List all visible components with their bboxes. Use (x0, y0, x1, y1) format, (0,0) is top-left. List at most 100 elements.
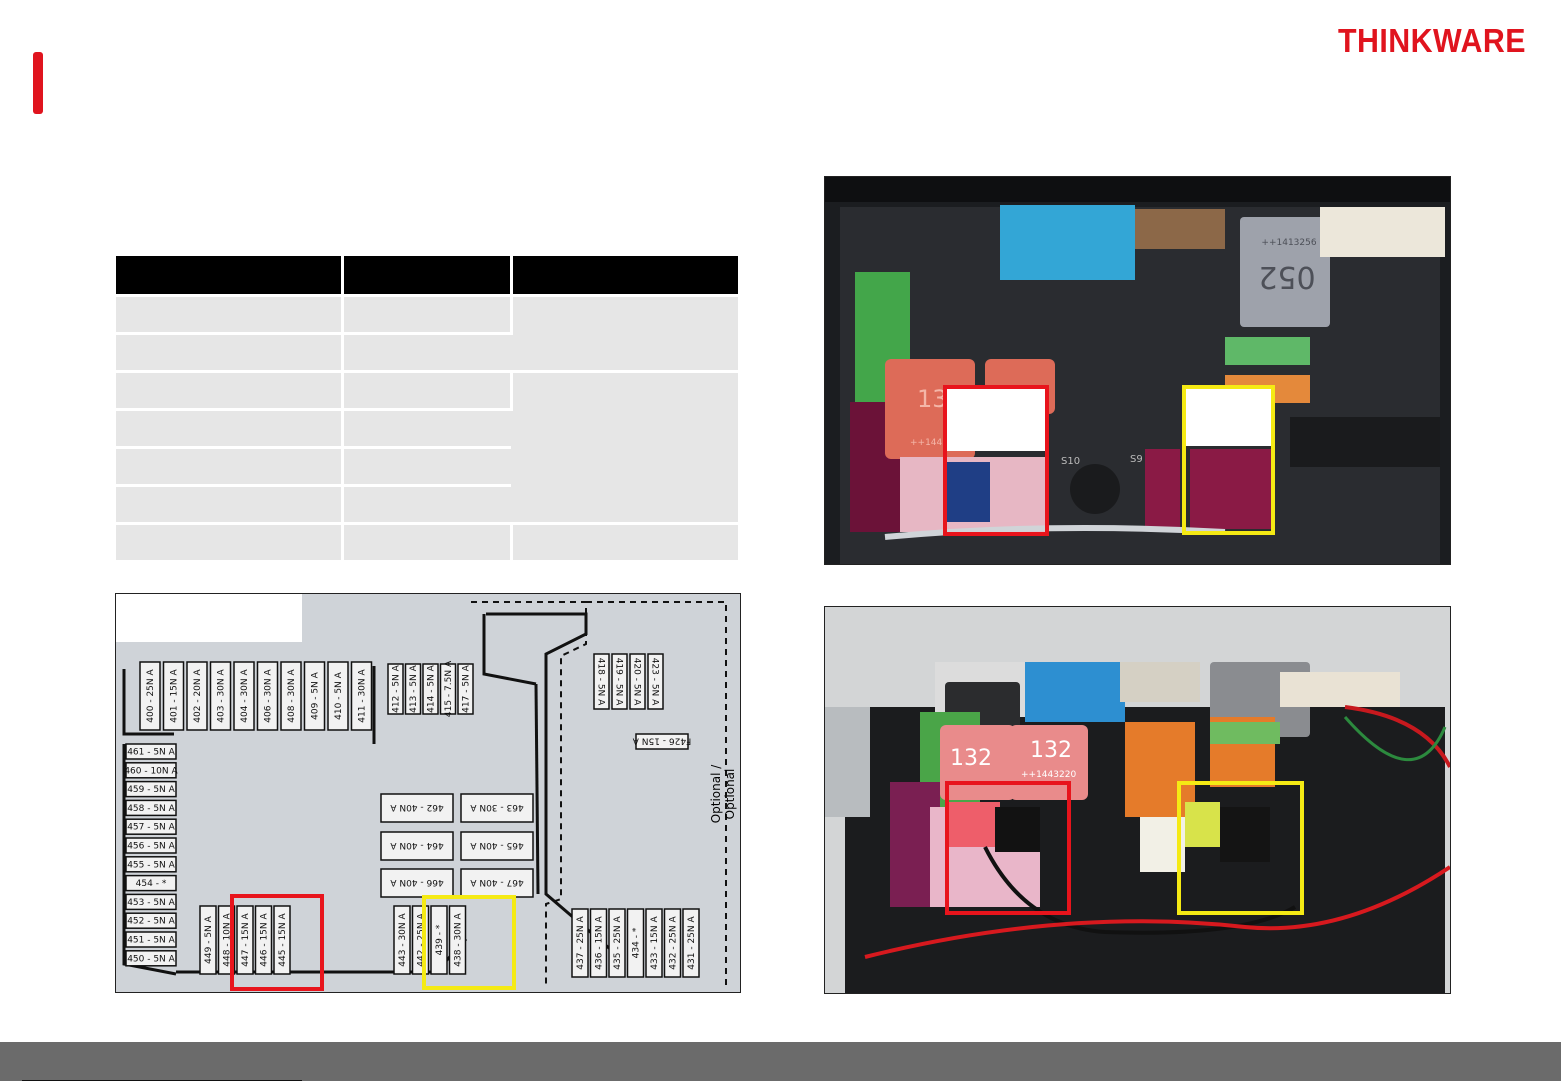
fuse-slot-left-label: 454 - * (136, 879, 167, 889)
fuse-slot-bottom-left-label: 447 - 15N A (241, 912, 251, 966)
fuse-slot-bottom-mid: 443 - 30N A (393, 905, 411, 975)
fuse-slot-bottom-right-label: 432 - 25N A (669, 915, 679, 969)
fuse-slot-mid-label: 413 - 5N A (409, 664, 419, 712)
fuse-slot-top: 403 - 30N A (209, 661, 232, 731)
fuse-slot-left-label: 455 - 5N A (127, 860, 175, 870)
fuse-slot-bottom-right-label: 433 - 15N A (650, 915, 660, 969)
fuse-slot-large-label: 465 - 40N A (469, 840, 523, 850)
socket-b-label: S9 (1130, 454, 1143, 465)
table-row (116, 332, 738, 372)
table-cell (116, 484, 344, 524)
fuse-slot-left: 456 - 5N A (125, 837, 177, 854)
fuse-slot-large: 463 - 30N A (460, 793, 534, 823)
table-cell (342, 332, 511, 372)
table-cell (342, 294, 513, 334)
table-cell (116, 408, 344, 448)
fuse-slot-bottom-right-label: 435 - 25N A (613, 915, 623, 969)
fuse-slot-top: 404 - 30N A (233, 661, 255, 731)
table-merged-cell (511, 370, 738, 524)
fuse-slot-mid-label: 414 - 5N A (427, 664, 437, 712)
table-cell (342, 484, 511, 524)
fuse-slot-left-label: 458 - 5N A (127, 804, 175, 814)
fuse-slot-left: 452 - 5N A (125, 912, 177, 929)
fuse-slot-right-top-label: 423 - 5N A (650, 658, 660, 706)
fuse-slot-right-top-label: 420 - 5N A (632, 658, 642, 706)
fuse-slot-left: 454 - * (125, 874, 177, 892)
table-row (116, 294, 738, 372)
fuse-slot-left-label: 459 - 5N A (127, 785, 175, 795)
fuse-slot-right-top: 423 - 5N A (647, 653, 664, 710)
fuse-slot-right-top: 419 - 5N A (611, 653, 628, 710)
table-cell (511, 522, 738, 560)
fuse-slot-left-label: 457 - 5N A (127, 823, 175, 833)
fuse-slot-bottom-right-label: 431 - 25N A (687, 915, 697, 969)
optional-label-1: Optional / (709, 764, 723, 824)
relay-b-code: ++1413256 (1261, 238, 1316, 248)
highlight-yellow-photo-top (1182, 385, 1275, 535)
fuse-slot-bottom-right: 436 - 15N A (589, 908, 608, 978)
footer-bar (0, 1042, 1561, 1081)
fuse-table (116, 256, 738, 560)
fuse-slot-large: 465 - 40N A (460, 831, 534, 861)
fuse-slot-bottom-left: 449 - 5N A (199, 905, 217, 975)
fuse-slot-left-label: 456 - 5N A (127, 842, 175, 852)
fuse-slot-top-label: 403 - 30N A (217, 668, 227, 722)
table-row (116, 370, 738, 524)
fuse-slot-mid: 415 - 7.5N A (439, 660, 457, 717)
table-merged-cell (511, 294, 738, 372)
fuse-slot-mid-label: 415 - 7.5N A (444, 660, 454, 717)
fuse-slot-bottom-mid-label: 439 - * (435, 924, 445, 955)
fuse-slot-bottom-right-label: 437 - 25N A (576, 915, 586, 969)
fuse-slot-large: 467 - 40N A (460, 868, 534, 898)
fuse-slot-top-label: 402 - 20N A (193, 668, 203, 722)
fuse-slot-bottom-left-label: 445 - 15N A (278, 912, 288, 966)
fuse-slot-left: 455 - 5N A (125, 856, 177, 873)
fuse-slot-bottom-mid-label: 438 - 30N A (454, 912, 464, 966)
fuse-slot-left: 450 - 5N A (125, 950, 177, 967)
diagram-label-cover (116, 594, 302, 642)
fuse-slot-bottom-left-label: 446 - 15N A (260, 912, 270, 966)
table-row (116, 446, 738, 486)
fuse-slot-side-label: F426 - 15N A (632, 736, 691, 746)
highlight-red-photo-top (943, 385, 1049, 536)
relay-a-label-2: 132 (950, 746, 992, 771)
fuse-slot-top-label: 404 - 30N A (240, 668, 250, 722)
fuse-slot-mid-label: 417 - 5N A (462, 664, 472, 712)
fuse-slot-large: 462 - 40N A (380, 793, 454, 823)
fuse-slot-mid: 417 - 5N A (457, 663, 474, 715)
label-cover-yellow (1186, 389, 1271, 446)
fuse-slot-left: 457 - 5N A (125, 818, 177, 835)
fuse-slot-left-label: 460 - 10N A (124, 766, 178, 776)
fuse-slot-bottom-mid: 439 - * (430, 905, 448, 975)
title-accent-bar (33, 52, 43, 114)
fuse-slot-bottom-left: 447 - 15N A (236, 905, 254, 975)
fuse-slot-bottom-right: 435 - 25N A (608, 908, 626, 978)
fuse-slot-right-top-label: 419 - 5N A (614, 658, 624, 706)
highlight-red-fuses (230, 894, 324, 991)
relay-b-label-2: 132 (1030, 738, 1072, 763)
fuse-slot-right-top: 418 - 5N A (593, 653, 610, 710)
fuse-box-photo-bottom: 132 132 ++1443220 (824, 606, 1451, 994)
highlight-yellow-fuses (422, 895, 516, 990)
fuse-slot-bottom-left: 445 - 15N A (273, 905, 291, 975)
fuse-slot-top: 409 - 5N A (303, 661, 326, 731)
fuse-slot-bottom-left: 446 - 15N A (254, 905, 273, 975)
fuse-slot-bottom-right: 433 - 15N A (645, 908, 663, 978)
highlight-yellow-photo-bottom (1177, 781, 1304, 915)
fuse-slot-top: 410 - 5N A (327, 661, 349, 731)
fuse-slot-side: F426 - 15N A (632, 733, 691, 750)
table-header-cell (511, 256, 738, 296)
photo-top-svg: 052 ++1413256 132 ++1443220 S10 S9 (825, 177, 1450, 564)
fuse-slot-bottom-right: 437 - 25N A (571, 908, 589, 978)
fuse-slot-large-label: 464 - 40N A (389, 840, 443, 850)
fuse-slot-bottom-right-label: 436 - 15N A (595, 915, 605, 969)
fuse-slot-top-label: 406 - 30N A (264, 668, 274, 722)
fuse-slot-left-label: 453 - 5N A (127, 898, 175, 908)
fuse-slot-large-label: 463 - 30N A (469, 802, 523, 812)
fuse-slot-large: 464 - 40N A (380, 831, 454, 861)
fuse-slot-top-label: 408 - 30N A (287, 668, 297, 722)
fuse-slot-top-label: 400 - 25N A (146, 668, 156, 722)
fuse-slot-large: 466 - 40N A (380, 868, 454, 898)
